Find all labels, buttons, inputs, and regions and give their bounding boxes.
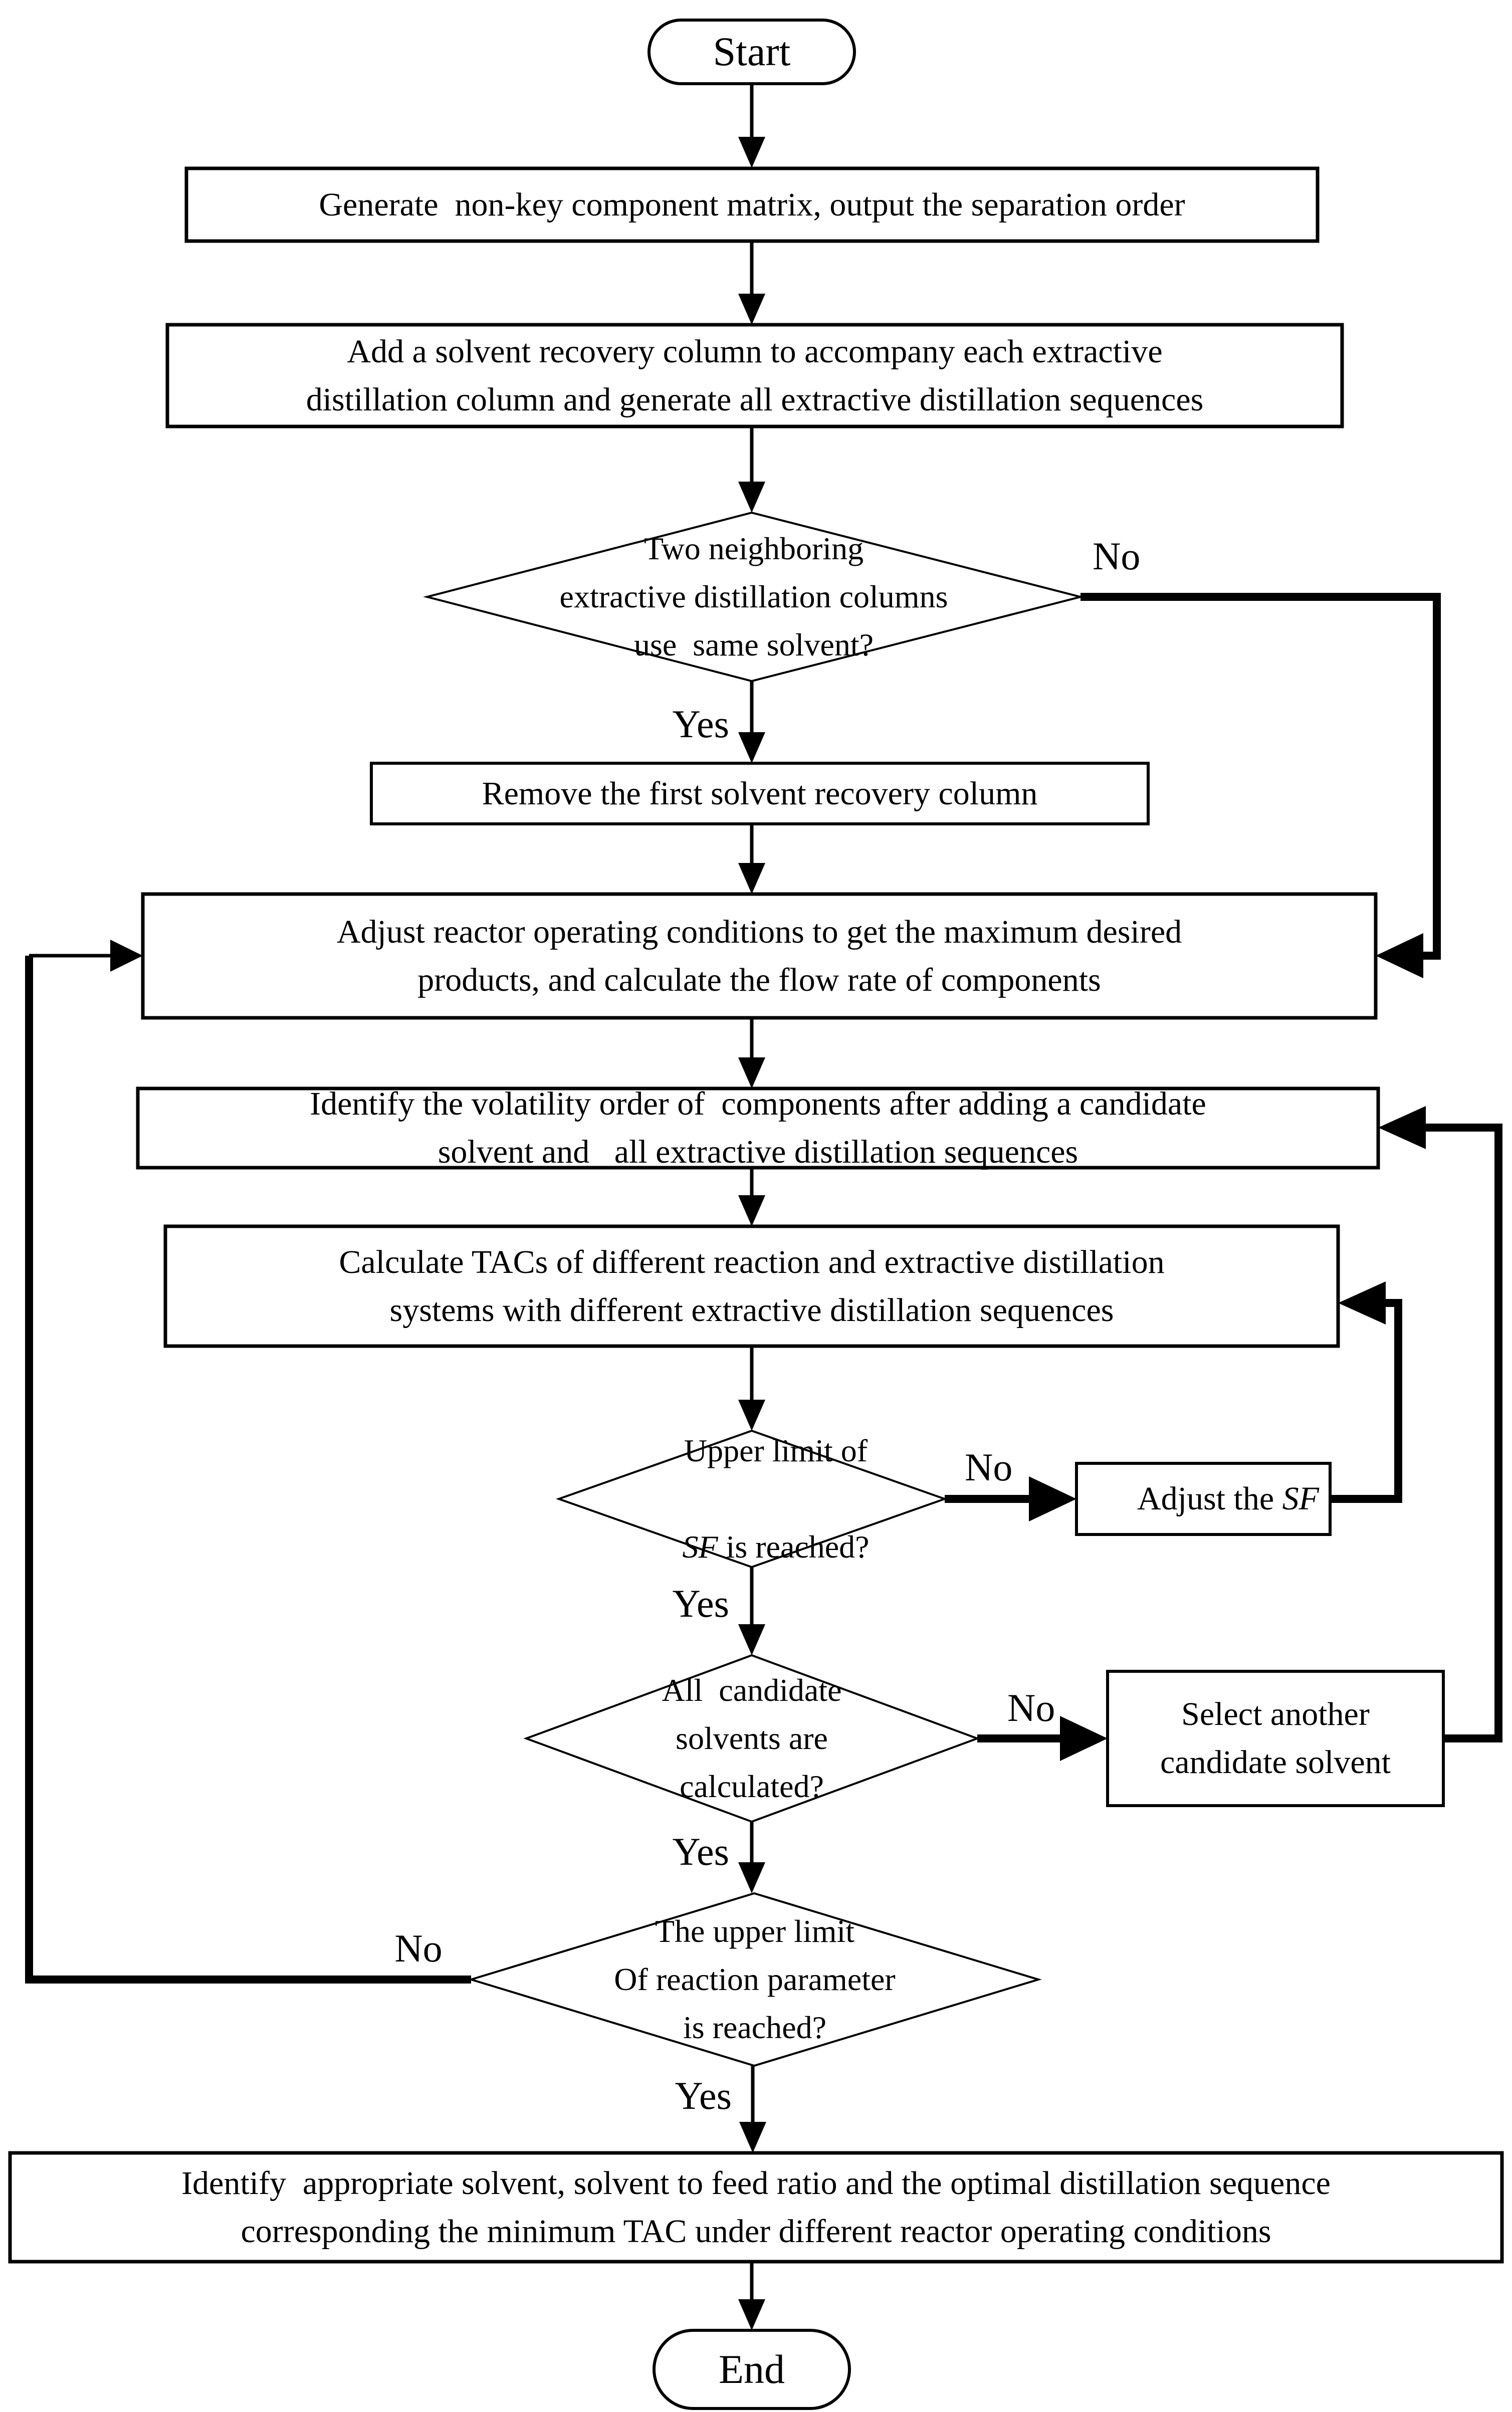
arrowhead-neighbor-no — [1376, 933, 1423, 978]
arrowhead-reaction-optimal — [739, 2122, 766, 2153]
arrowhead-sflimit-solvents — [738, 1624, 765, 1655]
arrowhead-generate-add — [738, 294, 765, 325]
sf-limit-line2: is reached? — [718, 1529, 870, 1565]
node-end-label: End — [718, 2346, 785, 2392]
node-remove-first-shape — [370, 762, 1150, 825]
edge-adjustsf-loop-path — [1330, 1299, 1402, 1503]
arrowhead-selectsolvent-loop — [1378, 1106, 1426, 1149]
node-adjust-reactor-label: Adjust reactor operating conditions to g… — [336, 913, 1182, 998]
arrowhead-reaction-no — [110, 940, 143, 972]
label-sf-yes: Yes — [672, 1582, 730, 1626]
node-neighbor-solvent-decision-label: Two neighboring extractive distillation … — [559, 531, 948, 663]
node-identify-optimal-shape — [8, 2151, 1504, 2264]
node-add-recovery-shape — [165, 323, 1344, 428]
node-calculate-tacs-label: Calculate TACs of different reaction and… — [339, 1243, 1165, 1329]
arrowhead-solvents-no — [1060, 1716, 1108, 1761]
arrowhead-optimal-end — [738, 2299, 765, 2330]
arrowhead-adjustsf-loop — [1338, 1281, 1386, 1325]
node-sf-limit-decision-label: Upper limit of SF is reached? — [559, 1431, 945, 1567]
label-sf-no: No — [965, 1445, 1013, 1489]
node-identify-optimal-label: Identify appropriate solvent, solvent to… — [181, 2164, 1331, 2250]
node-solvents-decision-label: All candidate solvents are calculated? — [662, 1672, 842, 1804]
edge-reaction-no-path — [25, 956, 471, 1984]
edge-neighbor-no-path — [1081, 593, 1441, 960]
arrowhead-neighbor-remove — [738, 732, 765, 763]
node-start-label: Start — [713, 29, 791, 75]
node-reaction-limit-decision-label: The upper limit Of reaction parameter is… — [614, 1913, 896, 2045]
arrowhead-add-neighbor — [738, 482, 765, 513]
adjust-sf-italic: SF — [1282, 1480, 1319, 1517]
sf-limit-line1: Upper limit of — [684, 1433, 868, 1468]
node-select-solvent-label: Select another candidate solvent — [1160, 1696, 1391, 1781]
label-neighbor-no: No — [1093, 534, 1141, 578]
node-identify-volatility-label: Identify the volatility order of compone… — [310, 1085, 1206, 1170]
node-adjust-sf-label: Adjust the SF — [1076, 1463, 1330, 1534]
arrowhead-remove-adjustreactor — [738, 863, 765, 894]
label-reaction-no: No — [394, 1926, 443, 1970]
sf-limit-italic: SF — [682, 1529, 718, 1565]
node-generate-matrix-label: Generate non-key component matrix, outpu… — [319, 186, 1185, 223]
label-neighbor-yes: Yes — [672, 702, 730, 746]
arrowhead-tacs-sflimit — [738, 1400, 765, 1431]
edge-selectsolvent-loop-path — [1422, 1124, 1502, 1742]
adjust-sf-prefix: Adjust the — [1137, 1480, 1282, 1517]
node-adjust-reactor-shape — [141, 892, 1378, 1020]
arrowhead-solvents-reaction — [738, 1862, 765, 1893]
node-remove-first-label: Remove the first solvent recovery column — [482, 775, 1038, 812]
arrowhead-start-generate — [738, 137, 765, 168]
node-add-recovery-label: Add a solvent recovery column to accompa… — [306, 333, 1204, 418]
arrowhead-sf-no — [1029, 1476, 1076, 1521]
label-solvents-yes: Yes — [672, 1830, 730, 1874]
node-identify-volatility-shape — [136, 1086, 1380, 1170]
label-solvents-no: No — [1007, 1686, 1055, 1730]
label-reaction-yes: Yes — [675, 2074, 732, 2118]
arrowhead-volatility-tacs — [738, 1195, 765, 1226]
arrowhead-adjustreactor-volatility — [738, 1057, 765, 1088]
